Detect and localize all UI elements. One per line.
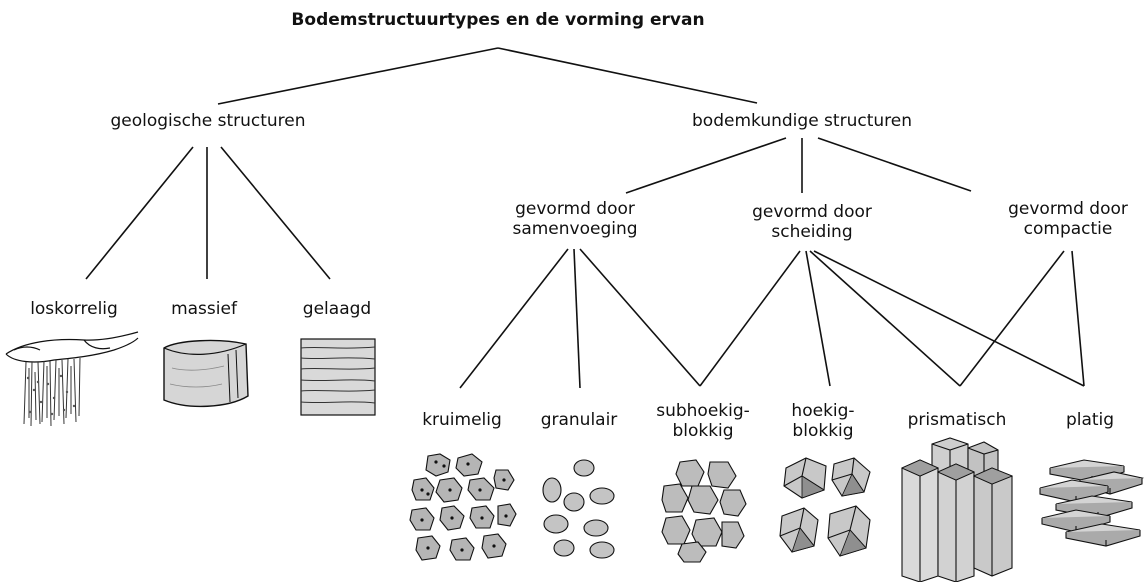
platig-illustration bbox=[1039, 459, 1144, 547]
node-gevormd-door-compactie: gevormd door compactie bbox=[1008, 199, 1128, 239]
type-granulair: granulair bbox=[540, 410, 618, 430]
type-kruimelig: kruimelig bbox=[422, 410, 502, 430]
node-bodemkundige-structuren: bodemkundige structuren bbox=[692, 111, 912, 131]
kruimelig-illustration bbox=[409, 453, 517, 561]
hoekig-line1: hoekig- bbox=[791, 401, 855, 421]
node-scheiding-line1: gevormd door bbox=[752, 202, 872, 222]
type-loskorrelig: loskorrelig bbox=[30, 299, 118, 319]
type-subhoekig-blokkig: subhoekig- blokkig bbox=[656, 401, 750, 441]
node-scheiding-line2: scheiding bbox=[771, 222, 853, 242]
gelaagd-illustration bbox=[300, 338, 376, 416]
type-hoekig-blokkig: hoekig- blokkig bbox=[791, 401, 854, 441]
node-gevormd-door-samenvoeging: gevormd door samenvoeging bbox=[512, 199, 637, 239]
type-platig: platig bbox=[1065, 410, 1115, 430]
node-samenvoeging-line2: samenvoeging bbox=[512, 219, 638, 239]
type-gelaagd: gelaagd bbox=[302, 299, 372, 319]
subhoekig-line1: subhoekig- bbox=[656, 401, 750, 421]
massief-illustration bbox=[163, 339, 249, 408]
node-gevormd-door-scheiding: gevormd door scheiding bbox=[752, 202, 872, 242]
type-prismatisch: prismatisch bbox=[907, 410, 1007, 430]
subhoekig-line2: blokkig bbox=[672, 421, 734, 441]
hoekig-blokkig-illustration bbox=[779, 457, 871, 557]
hoekig-line2: blokkig bbox=[792, 421, 854, 441]
node-compactie-line2: compactie bbox=[1023, 219, 1113, 239]
prismatisch-illustration bbox=[901, 437, 1014, 582]
type-massief: massief bbox=[171, 299, 237, 319]
diagram-title: Bodemstructuurtypes en de vorming ervan bbox=[291, 10, 705, 30]
node-samenvoeging-line1: gevormd door bbox=[515, 199, 635, 219]
subhoekig-blokkig-illustration bbox=[661, 459, 747, 563]
node-geologische-structuren: geologische structuren bbox=[110, 111, 306, 131]
loskorrelig-illustration bbox=[5, 331, 139, 427]
node-compactie-line1: gevormd door bbox=[1008, 199, 1128, 219]
granulair-illustration bbox=[542, 459, 615, 559]
